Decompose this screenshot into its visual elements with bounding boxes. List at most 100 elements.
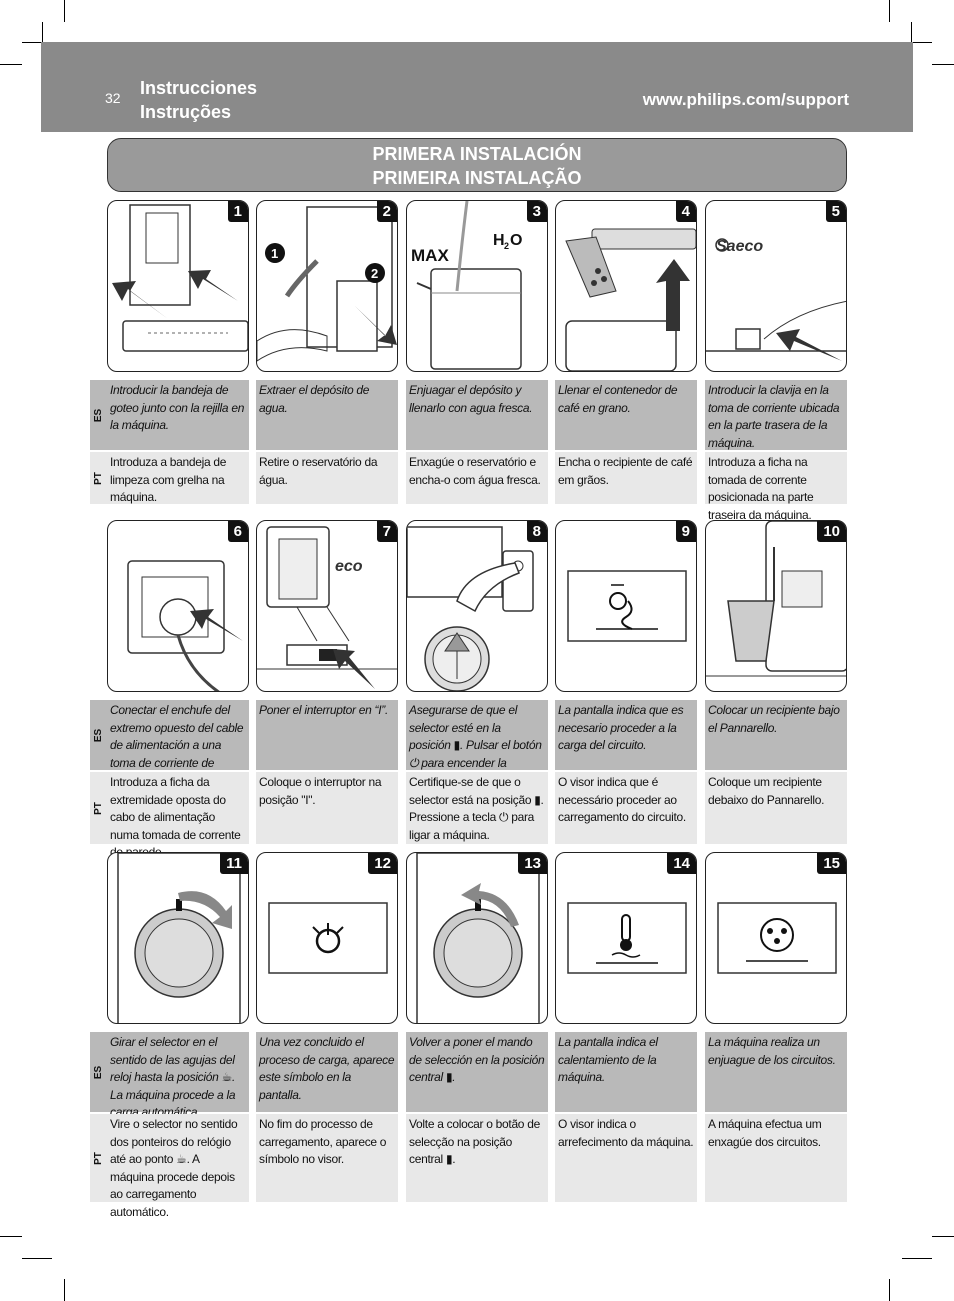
step-illustration: 13 bbox=[406, 852, 548, 1024]
crop-mark bbox=[902, 42, 932, 43]
step-number: 1 bbox=[227, 201, 248, 222]
step-illustration: 6 bbox=[107, 520, 249, 692]
lang-tab-es: ES bbox=[90, 700, 107, 770]
step-number: 9 bbox=[675, 521, 696, 542]
step-text-es: Volver a poner el mando de selección en … bbox=[406, 1032, 548, 1112]
step-text-pt: No fim do processo de carregamento, apar… bbox=[256, 1114, 398, 1202]
step-illustration-graphic: eco bbox=[257, 526, 397, 689]
step-text-es: Asegurarse de que el selector esté en la… bbox=[406, 700, 548, 787]
step-text-pt: A máquina efectua um enxagúe dos circuit… bbox=[705, 1114, 847, 1202]
svg-text:eco: eco bbox=[335, 558, 363, 575]
step-text-es: Enjuagar el depósito y llenarlo con agua… bbox=[406, 380, 548, 450]
step-text-es: Extraer el depósito de agua. bbox=[256, 380, 398, 450]
step-number: 14 bbox=[667, 853, 696, 874]
step-illustration: 10 bbox=[705, 520, 847, 692]
support-link[interactable]: www.philips.com/support bbox=[642, 90, 849, 109]
lang-label: PT bbox=[93, 801, 104, 815]
crop-mark bbox=[902, 1258, 932, 1259]
header-title-pt: Instruções bbox=[140, 102, 232, 122]
lang-label: PT bbox=[93, 471, 104, 485]
step-text-es: La pantalla indica el calentamiento de l… bbox=[555, 1032, 697, 1112]
step-number: 2 bbox=[376, 201, 397, 222]
step-text-pt: Volte a colocar o botão de selecção na p… bbox=[406, 1114, 548, 1202]
step-illustration-graphic bbox=[268, 902, 388, 974]
step-text-pt: Enxagúe o reservatório e encha-o com águ… bbox=[406, 452, 548, 504]
header-title-es: Instrucciones bbox=[140, 78, 258, 98]
lang-tab-pt: PT bbox=[90, 772, 107, 844]
step-illustration-graphic bbox=[127, 560, 243, 691]
step-text-pt: Encha o recipiente de café em grãos. bbox=[555, 452, 697, 504]
step-illustration: 4 bbox=[555, 200, 697, 372]
crop-mark bbox=[22, 42, 52, 43]
step-text-pt: O visor indica que é necessário proceder… bbox=[555, 772, 697, 844]
step-number: 13 bbox=[518, 853, 547, 874]
step-illustration-graphic: Saeco bbox=[706, 238, 846, 361]
step-illustration-graphic bbox=[717, 902, 837, 974]
step-text-es: La máquina realiza un enjuague de los ci… bbox=[705, 1032, 847, 1112]
svg-text:H: H bbox=[493, 232, 505, 249]
crop-mark bbox=[911, 22, 912, 52]
lang-tab-pt: PT bbox=[90, 1114, 107, 1202]
step-illustration: 9 bbox=[555, 520, 697, 692]
step-illustration: 11 bbox=[107, 852, 249, 1024]
step-text-es: La pantalla indica que es necesario proc… bbox=[555, 700, 697, 770]
step-text-es: Girar el selector en el sentido de las a… bbox=[107, 1032, 249, 1119]
step-text-pt: Introduza a ficha na tomada de corrente … bbox=[705, 452, 847, 522]
page-header: 32 Instrucciones Instruções www.philips.… bbox=[41, 42, 913, 132]
step-text-pt: O visor indica o arrefecimento da máquin… bbox=[555, 1114, 697, 1202]
lang-label: PT bbox=[93, 1151, 104, 1165]
lang-label: ES bbox=[93, 728, 104, 742]
step-illustration-graphic: 12 bbox=[257, 206, 397, 362]
step-number: 10 bbox=[817, 521, 846, 542]
step-number: 8 bbox=[526, 521, 547, 542]
step-illustration-graphic bbox=[706, 521, 846, 677]
section-title-es: PRIMERA INSTALACIÓN bbox=[372, 144, 582, 164]
lang-tab-pt: PT bbox=[90, 452, 107, 504]
crop-mark bbox=[64, 0, 65, 22]
step-number: 4 bbox=[675, 201, 696, 222]
step-illustration-graphic bbox=[117, 853, 241, 1023]
step-illustration-graphic bbox=[565, 228, 696, 371]
step-text-pt: Certifique-se de que o selector está na … bbox=[406, 772, 548, 844]
step-text-pt: Vire o selector no sentido dos ponteiros… bbox=[107, 1114, 249, 1219]
step-text-es: Llenar el contenedor de café en grano. bbox=[555, 380, 697, 450]
step-text-es: Colocar un recipiente bajo el Pannarello… bbox=[705, 700, 847, 770]
crop-mark bbox=[0, 64, 22, 65]
step-number: 6 bbox=[227, 521, 248, 542]
step-illustration-graphic bbox=[407, 526, 534, 691]
step-illustration: 12 bbox=[256, 852, 398, 1024]
crop-mark bbox=[64, 1279, 65, 1301]
crop-mark bbox=[0, 1236, 22, 1237]
step-text-es: Conectar el enchufe del extremo opuesto … bbox=[107, 700, 249, 787]
step-illustration: 1 bbox=[107, 200, 249, 372]
step-text-pt: Coloque um recipiente debaixo do Pannare… bbox=[705, 772, 847, 844]
step-text-pt: Introduza a bandeja de limpeza com grelh… bbox=[107, 452, 249, 504]
svg-text:2: 2 bbox=[504, 241, 509, 251]
svg-text:2: 2 bbox=[371, 266, 378, 281]
step-text-es: Introducir la bandeja de goteo junto con… bbox=[107, 380, 249, 450]
svg-text:1: 1 bbox=[271, 246, 278, 261]
crop-mark bbox=[932, 1236, 954, 1237]
svg-text:MAX: MAX bbox=[411, 246, 449, 265]
step-number: 11 bbox=[220, 853, 248, 874]
svg-text:O: O bbox=[510, 232, 522, 249]
step-illustration: 14 bbox=[555, 852, 697, 1024]
section-title-pt: PRIMEIRA INSTALAÇÃO bbox=[372, 168, 582, 188]
step-text-es: Introducir la clavija en la toma de corr… bbox=[705, 380, 847, 450]
step-text-es: Una vez concluido el proceso de carga, a… bbox=[256, 1032, 398, 1112]
crop-mark bbox=[932, 64, 954, 65]
step-text-pt: Coloque o interruptor na posição "I". bbox=[256, 772, 398, 844]
step-illustration: 8 bbox=[406, 520, 548, 692]
svg-text:Saeco: Saeco bbox=[716, 238, 763, 255]
step-number: 12 bbox=[368, 853, 397, 874]
lang-label: ES bbox=[93, 408, 104, 422]
step-illustration: eco 7 bbox=[256, 520, 398, 692]
lang-tab-es: ES bbox=[90, 1032, 107, 1112]
section-banner: PRIMERA INSTALACIÓN PRIMEIRA INSTALAÇÃO bbox=[107, 138, 847, 192]
crop-mark bbox=[889, 1279, 890, 1301]
step-number: 15 bbox=[817, 853, 846, 874]
step-illustration: 15 bbox=[705, 852, 847, 1024]
step-text-es: Poner el interruptor en “I”. bbox=[256, 700, 398, 770]
